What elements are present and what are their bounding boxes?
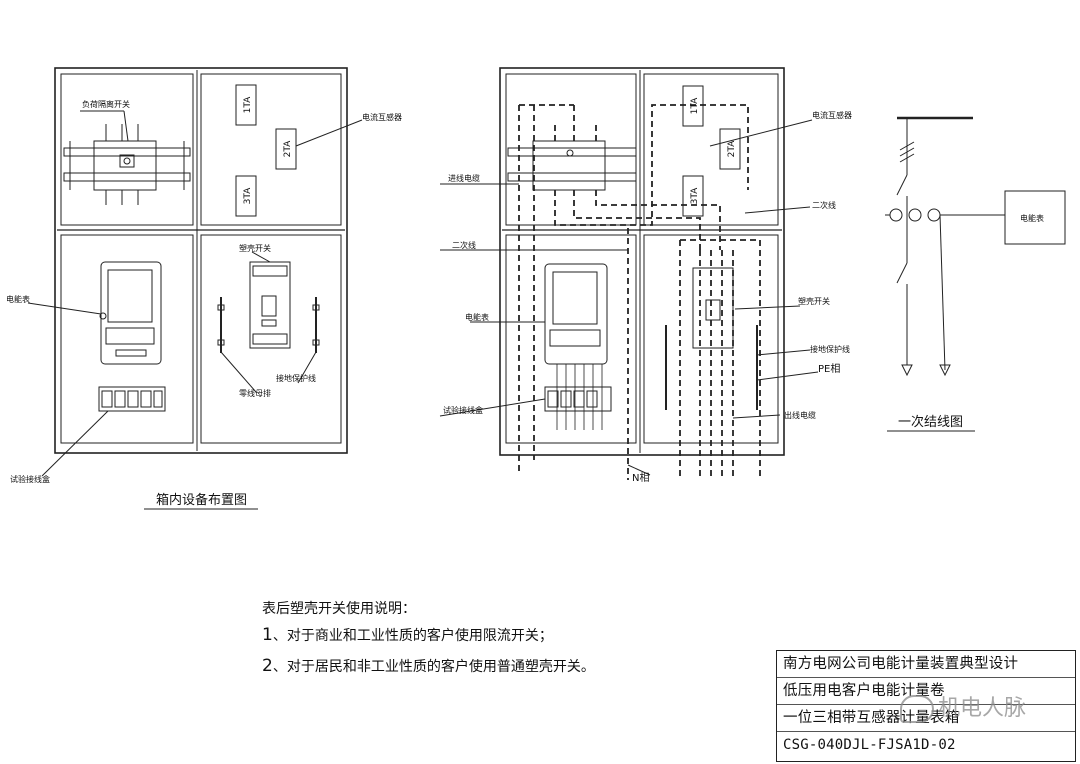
ct-tag-2ta-mid: 2TA [727, 140, 737, 158]
equipment-layout-diagram [27, 67, 363, 510]
label-pe-phase: PE相 [818, 362, 840, 375]
title-row-company: 南方电网公司电能计量装置典型设计 [777, 651, 1075, 678]
label-secondary-left: 二次线 [452, 240, 476, 250]
note-number: 1 [262, 625, 273, 645]
note-item-1: 1、对于商业和工业性质的客户使用限流开关； [262, 620, 762, 651]
meter-outline [99, 261, 162, 365]
label-n-phase: N相 [632, 471, 649, 484]
caption-equipment-layout: 箱内设备布置图 [156, 492, 247, 508]
usage-notes: 表后塑壳开关使用说明： 1、对于商业和工业性质的客户使用限流开关； 2、对于居民… [262, 598, 762, 682]
note-text: 、对于居民和非工业性质的客户使用普通塑壳开关。 [272, 659, 595, 675]
label-outgoing-cable: 出线电缆 [784, 410, 816, 420]
ct-tag-1ta-left: 1TA [243, 96, 253, 114]
watermark: 机电人脉 [900, 690, 1026, 723]
caption-single-line: 一次结线图 [898, 414, 963, 430]
ct-3ta-box [235, 175, 257, 217]
meter-box-label: 电能表 [1020, 213, 1044, 223]
notes-title: 表后塑壳开关使用说明： [262, 601, 416, 617]
ct-tag-3ta-left: 3TA [243, 187, 253, 205]
ct-tag-2ta-left: 2TA [283, 140, 293, 158]
note-number: 2 [262, 656, 273, 676]
label-test-block-left: 试验接线盒 [10, 474, 50, 484]
label-test-block-mid: 试验接线盒 [443, 405, 483, 415]
title-block: 南方电网公司电能计量装置典型设计 低压用电客户电能计量卷 一位三相带互感器计量表… [776, 650, 1076, 762]
chat-bubble-icon [900, 695, 934, 723]
ct-1ta-box [235, 84, 257, 126]
single-line-diagram [885, 116, 1066, 432]
ct-2ta-box [275, 128, 297, 170]
ct-tag-3ta-mid: 3TA [690, 187, 700, 205]
neutral-and-pe-bars [217, 297, 320, 353]
label-pe-line-mid: 接地保护线 [810, 344, 850, 354]
note-text: 、对于商业和工业性质的客户使用限流开关； [272, 628, 553, 644]
label-ct-mid: 电流互感器 [812, 110, 852, 120]
label-load-switch: 负荷隔离开关 [82, 99, 130, 109]
label-pe-line-left: 接地保护线 [276, 373, 316, 383]
enclosure-outline [54, 67, 348, 454]
label-incoming-cable: 进线电缆 [448, 173, 480, 183]
label-meter-left: 电能表 [6, 294, 30, 304]
ct-tag-1ta-mid: 1TA [690, 97, 700, 115]
test-terminal-block-outline [98, 386, 166, 412]
title-row-code: CSG-040DJL-FJSA1D-02 [783, 737, 956, 753]
label-mccb-left: 塑壳开关 [239, 243, 271, 253]
label-meter-mid: 电能表 [465, 312, 489, 322]
load-isolating-switch [63, 124, 191, 205]
mccb-outline [249, 261, 291, 349]
watermark-text: 机电人脉 [938, 696, 1027, 721]
meter-box-symbol [1004, 190, 1066, 245]
enclosure-outline-mid [499, 67, 785, 456]
label-mccb-mid: 塑壳开关 [798, 296, 830, 306]
label-secondary-top: 二次线 [812, 200, 836, 210]
wiring-diagram [439, 67, 819, 480]
label-ct-left: 电流互感器 [362, 112, 402, 122]
note-item-2: 2、对于居民和非工业性质的客户使用普通塑壳开关。 [262, 651, 762, 682]
label-neutral-bar: 零线母排 [239, 388, 271, 398]
